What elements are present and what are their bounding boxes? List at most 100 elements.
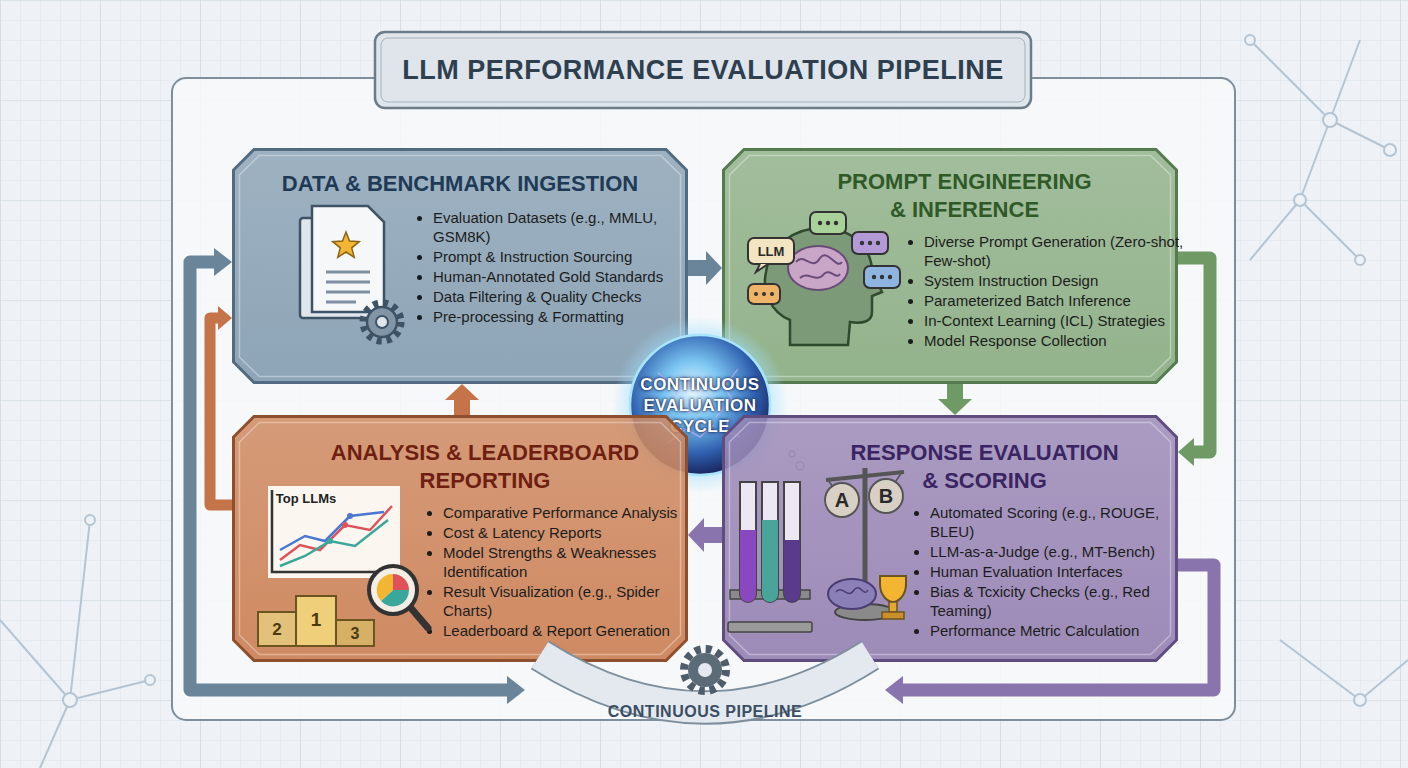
illustration-part [1294,194,1306,206]
illustration-part [296,596,336,646]
illustration-part [748,284,780,304]
illustration-part [347,513,353,519]
illustration-part [828,480,842,500]
illustration-part [63,693,77,707]
band-label: CONTINUOUS PIPELINE [555,702,855,722]
illustration-part [377,574,393,601]
illustration-part [272,490,398,572]
gear-teeth [684,649,726,691]
bullet-item: In-Context Learning (ICL) Strategies [924,311,1190,330]
illustration-part [880,275,884,279]
illustration-part [740,482,756,602]
illustration-part [280,506,392,560]
illustration-part [728,622,812,632]
illustration-part [876,241,880,245]
illustration-part [1245,35,1255,45]
bullet-item: Automated Scoring (e.g., ROUGE, BLEU) [930,503,1192,541]
illustration-part [1300,120,1330,200]
illustration-part [754,292,758,296]
gear [688,653,722,687]
illustration-part [326,301,356,304]
bullet-list: Automated Scoring (e.g., ROUGE, BLEU)LLM… [914,503,1192,641]
illustration-part [1280,640,1360,700]
illustration-part [85,515,95,525]
illustration-part [860,241,864,245]
illustration-part [770,292,774,296]
illustration-part [864,266,900,288]
bullet-item: Model Response Collection [924,331,1190,350]
node-outline [525,640,885,740]
illustration-part [393,574,409,590]
illustration-part [740,530,756,602]
flow-arrow [704,527,722,543]
illustration-part [826,472,904,480]
illustration-part [810,212,846,234]
bullet-item: Model Strengths & Weaknesses Identificat… [443,543,695,581]
illustration-part [1330,120,1390,150]
illustration-part [748,238,794,264]
illustration-part [70,680,150,700]
illustration-part [145,675,155,685]
illustration-part [367,307,397,337]
pipeline-band: CONTINUOUS PIPELINE [525,640,885,740]
illustration-part [756,264,768,272]
scale-pan-letter: B [879,485,893,508]
illustration-part [0,620,70,700]
illustration-part [868,241,872,245]
bullet-item: Leaderboard & Report Generation [443,621,695,640]
box-heading: ANALYSIS & LEADERBOARD REPORTING [320,439,650,495]
box-inner-line [239,155,680,376]
illustration-part [754,221,892,296]
illustration-part [796,255,842,263]
illustration-part [889,602,897,612]
podium-rank: 2 [272,620,281,640]
bullet-item: Comparative Performance Analysis [443,503,695,522]
illustration-part [376,316,388,328]
illustration-part [326,271,370,274]
illustration-part [1360,660,1408,700]
illustration-part [800,272,840,278]
illustration-part [852,232,888,254]
illustration-part [825,483,859,517]
illustration-part [312,206,384,312]
illustration-part [762,292,766,296]
illustration-part [1354,694,1366,706]
illustration-part [336,620,374,646]
illustration-part [886,472,902,496]
illustration-part [326,281,370,284]
box-heading: RESPONSE EVALUATION & SCORING [842,439,1127,495]
illustration-part [796,462,804,470]
bubble-text: LLM [758,244,785,259]
scale-pan-letter: A [835,489,849,512]
illustration-part [280,512,384,550]
box-shape [234,150,687,383]
bullet-list: Diverse Prompt Generation (Zero-shot, Fe… [908,232,1190,351]
illustration-part [784,540,800,602]
illustration-part [280,520,388,566]
process-box: RESPONSE EVALUATION & SCORINGAutomated S… [722,415,1178,662]
illustration-part [1384,144,1396,156]
illustration-part [40,700,70,768]
illustration-part [882,612,904,619]
bullet-item: Result Visualization (e.g., Spider Chart… [443,582,695,620]
bullet-item: Human-Annotated Gold Standards [433,267,695,286]
text-holder: CONTINUOUS PIPELINE [525,662,885,762]
bullet-item: Human Evaluation Interfaces [930,562,1192,581]
flow-arrow [190,262,507,690]
illustration-part [70,520,90,700]
illustration-part [762,520,778,602]
illustration-part [818,221,822,225]
bullet-list: Comparative Performance AnalysisCost & L… [427,503,695,641]
illustration-part [836,588,868,594]
illustration-part [765,228,882,345]
network-decoration [0,35,1408,768]
bullet-item: Bias & Tcxicity Checks (e.g., Red Teamin… [930,582,1192,620]
scale-icon [825,468,906,620]
bullet-item: Diverse Prompt Generation (Zero-shot, Fe… [924,232,1190,270]
